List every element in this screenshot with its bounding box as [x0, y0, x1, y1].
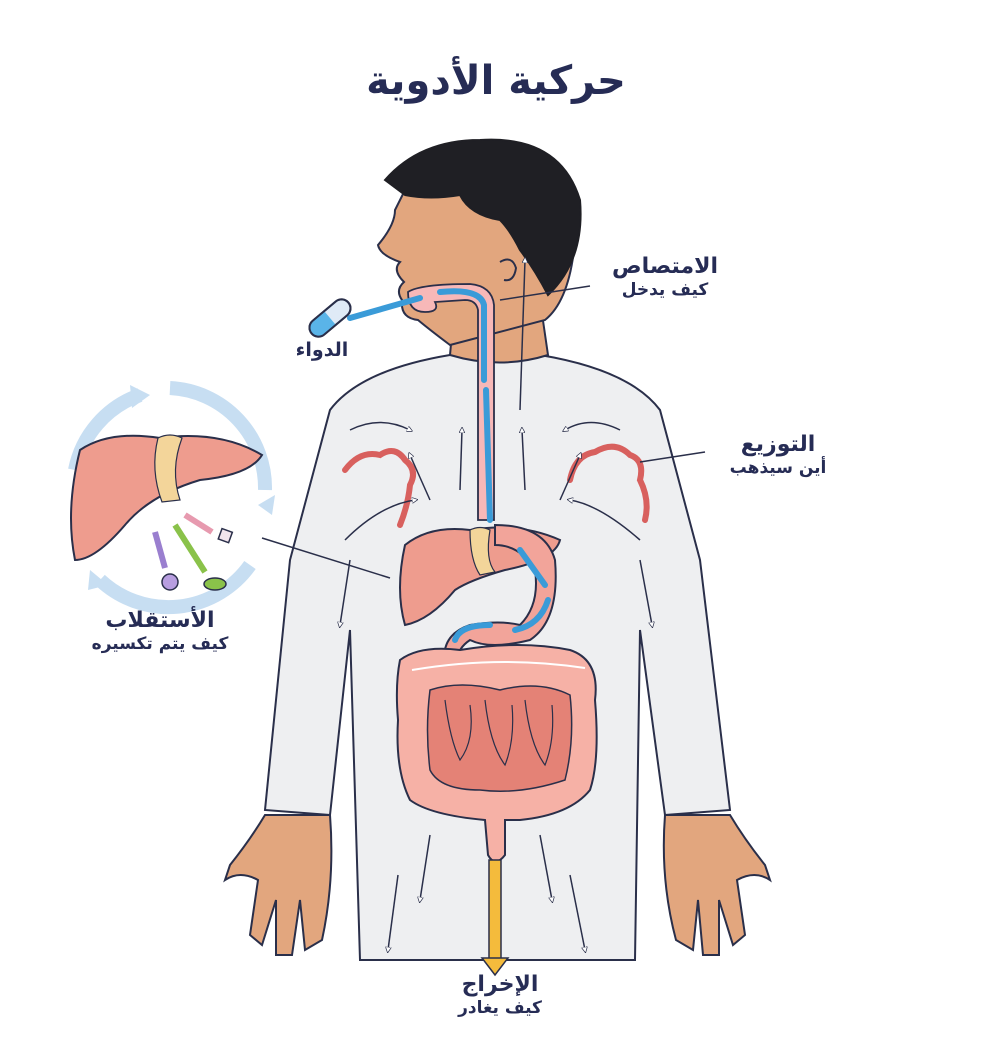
pill-capsule-icon	[308, 298, 352, 338]
right-hand	[662, 814, 772, 956]
blood-vessel-right	[567, 443, 650, 523]
hair	[383, 138, 582, 297]
excretion-subtitle: كيف يغادر	[458, 998, 542, 1018]
excretion-arrow	[480, 859, 510, 977]
distribution-title: التوزيع	[740, 432, 816, 457]
distribution-subtitle: أين سيذهب	[729, 458, 827, 478]
drug-title: الدواء	[295, 339, 349, 361]
page-title: حركية الأدوية	[366, 58, 626, 104]
intestines	[395, 644, 598, 863]
metabolism-label: الأستقلاب كيف يتم تكسيره	[60, 608, 260, 655]
blood-vessel-left	[342, 448, 417, 528]
leader-lines	[261, 285, 706, 579]
absorption-label: الامتصاص كيف يدخل	[590, 254, 740, 301]
left-hand	[223, 814, 333, 956]
metabolite-cube-icon	[217, 527, 234, 544]
metabolism-title: الأستقلاب	[105, 608, 215, 633]
metabolite-sphere-icon	[161, 573, 179, 591]
drug-flow-arrows	[347, 288, 551, 643]
liver-cycle-icon	[68, 381, 275, 615]
absorption-subtitle: كيف يدخل	[621, 280, 709, 300]
excretion-label: الإخراج كيف يغادر	[420, 972, 580, 1019]
absorption-title: الامتصاص	[611, 254, 719, 279]
metabolism-subtitle: كيف يتم تكسيره	[91, 634, 229, 654]
metabolite-pill-icon	[203, 577, 227, 591]
distribution-arrows	[340, 260, 652, 950]
drug-label: الدواء	[282, 337, 362, 363]
distribution-label: التوزيع أين سيذهب	[708, 432, 848, 479]
excretion-title: الإخراج	[461, 972, 539, 997]
